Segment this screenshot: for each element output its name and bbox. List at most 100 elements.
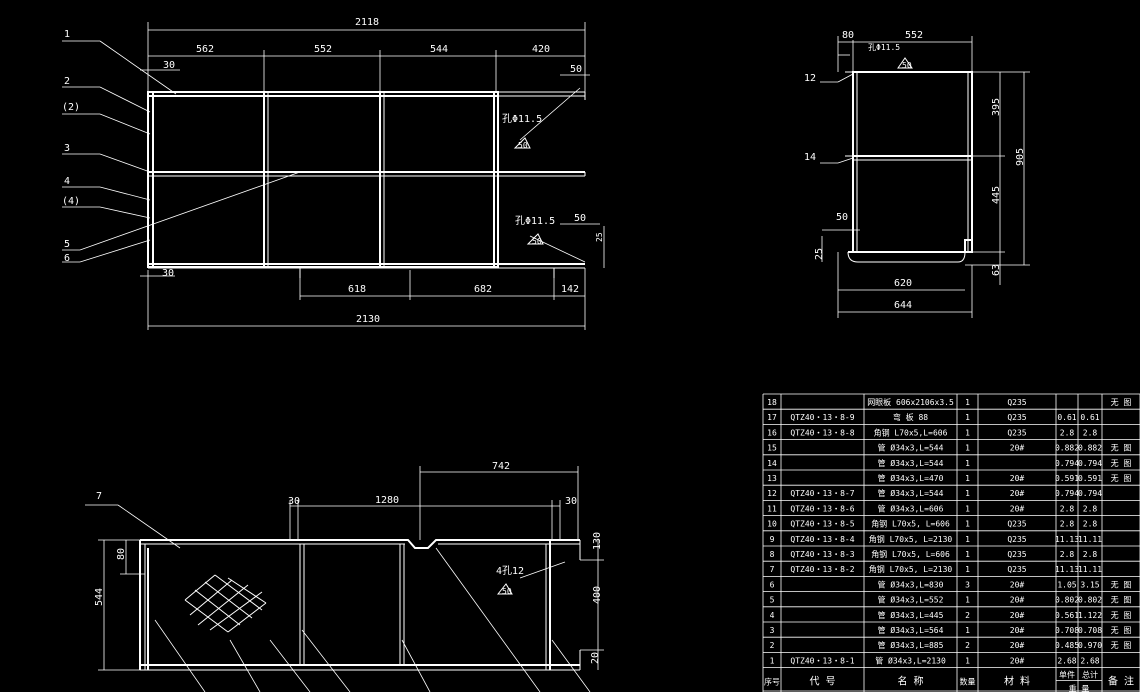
bom-cell-unit-weight: 11.13: [1055, 565, 1079, 574]
bom-cell-total-weight: 1.122: [1078, 611, 1102, 620]
bom-cell-code: QTZ40・13・8-1: [790, 656, 854, 665]
bom-cell-total-weight: 0.970: [1078, 641, 1102, 650]
bom-cell-name: 管 Ø34x3,L=564: [878, 625, 944, 635]
hole-lower-sub: 50: [532, 237, 542, 246]
bom-cell-no: 9: [770, 535, 775, 544]
bom-cell-material: 20#: [1010, 504, 1025, 513]
bom-cell-name: 角钢 L70x5, L=2130: [869, 534, 953, 544]
bom-cell-no: 15: [767, 444, 777, 453]
bom-cell-unit-weight: 0.61: [1057, 413, 1076, 422]
bom-header-weight: 重 量: [1069, 684, 1090, 692]
bom-cell-total-weight: 11.11: [1078, 565, 1102, 574]
dim-left-bottom: 30: [162, 268, 174, 279]
bom-header-remark: 备 注: [1108, 675, 1134, 688]
side-dim-395: 395: [991, 98, 1002, 116]
bom-cell-unit-weight: 0.591: [1055, 474, 1079, 483]
bom-cell-name: 管 Ø34x3,L=830: [878, 579, 944, 589]
bom-cell-name: 弯 板 88: [893, 412, 928, 422]
bom-cell-remark: 无 图: [1111, 398, 1132, 407]
bom-header-material: 材 料: [1004, 675, 1030, 688]
side-view: 80 552 孔Φ11.5 50 395 905 445 63 50 25: [804, 30, 1030, 318]
bom-cell-no: 12: [767, 489, 777, 498]
side-hole-label: 孔Φ11.5: [868, 43, 900, 52]
bom-cell-total-weight: 3.15: [1080, 580, 1099, 589]
callout-3: 3: [64, 143, 70, 154]
plan-leader-lines: [154, 547, 591, 692]
callout-leaders: [62, 40, 301, 263]
bom-cell-no: 11: [767, 504, 777, 513]
bom-cell-unit-weight: 2.8: [1060, 504, 1075, 513]
hole-upper-sub: 50: [518, 141, 528, 150]
bom-cell-total-weight: 0.61: [1080, 413, 1099, 422]
dim-bottom1: 618: [348, 284, 366, 295]
dim-bottom2: 682: [474, 284, 492, 295]
bom-cell-no: 14: [767, 459, 777, 468]
bom-cell-remark: 无 图: [1111, 474, 1132, 483]
side-callout-14: 14: [804, 152, 816, 163]
bom-cell-qty: 1: [965, 626, 970, 635]
bom-cell-total-weight: 0.794: [1078, 459, 1102, 468]
dim-seg4: 420: [532, 44, 550, 55]
bom-cell-no: 3: [770, 626, 775, 635]
side-dim-644: 644: [894, 300, 912, 311]
hole-upper-label: 孔Φ11.5: [502, 113, 542, 125]
bom-cell-code: QTZ40・13・8-7: [790, 489, 854, 498]
plan-dim-400: 400: [592, 586, 603, 604]
dim-left-top: 30: [163, 60, 175, 71]
bom-header-unit-weight: 单件: [1059, 670, 1075, 680]
bom-cell-name: 管 Ø34x3,L=544: [878, 443, 944, 453]
plan-holes-label: 4孔12: [496, 565, 524, 577]
bom-cell-material: 20#: [1010, 611, 1025, 620]
callout-2: 2: [64, 76, 70, 87]
callout-4: 4: [64, 176, 70, 187]
callout-5: 5: [64, 239, 70, 250]
bom-cell-material: Q235: [1007, 535, 1026, 544]
bom-cell-unit-weight: 2.8: [1060, 550, 1075, 559]
bom-cell-unit-weight: 0.485: [1055, 641, 1079, 650]
bom-cell-unit-weight: 2.8: [1060, 520, 1075, 529]
bom-cell-qty: 1: [965, 550, 970, 559]
bom-cell-qty: 3: [965, 580, 970, 589]
bom-cell-name: 管 Ø34x3,L=606: [878, 503, 944, 513]
bom-cell-name: 管 Ø34x3,L=544: [878, 458, 944, 468]
plan-callout-7: 7: [96, 491, 102, 502]
bom-cell-qty: 1: [965, 565, 970, 574]
bom-cell-no: 17: [767, 413, 777, 422]
callout-2b: (2): [62, 102, 80, 113]
bom-cell-no: 5: [770, 596, 775, 605]
bom-cell-remark: 无 图: [1111, 580, 1132, 589]
side-dim-445: 445: [991, 186, 1002, 204]
plan-view: 742 1280 30 30: [85, 461, 604, 692]
bom-header-code: 代 号: [809, 676, 835, 688]
dim-seg2: 552: [314, 44, 332, 55]
bom-cell-qty: 2: [965, 611, 970, 620]
bom-cell-unit-weight: 0.794: [1055, 459, 1079, 468]
side-callout-12: 12: [804, 73, 816, 84]
plan-dim-544: 544: [94, 588, 105, 606]
bom-cell-no: 16: [767, 428, 777, 437]
bom-cell-name: 管 Ø34x3,L=552: [878, 595, 944, 605]
bom-cell-qty: 1: [965, 413, 970, 422]
side-dim-25: 25: [814, 248, 825, 260]
bom-cell-total-weight: 0.708: [1078, 626, 1102, 635]
dim-overall-bottom: 2130: [356, 314, 380, 325]
bom-cell-qty: 1: [965, 489, 970, 498]
bom-cell-qty: 1: [965, 474, 970, 483]
bom-cell-material: Q235: [1007, 398, 1026, 407]
bom-cell-remark: 无 图: [1111, 596, 1132, 605]
bom-cell-material: 20#: [1010, 656, 1025, 665]
bom-cell-total-weight: 2.8: [1083, 428, 1098, 437]
side-dim-905: 905: [1015, 148, 1026, 166]
side-dim-63: 63: [991, 264, 1002, 276]
bom-cell-no: 18: [767, 398, 777, 407]
bom-cell-material: 20#: [1010, 489, 1025, 498]
side-dim-620: 620: [894, 278, 912, 289]
bom-cell-unit-weight: 1.05: [1057, 580, 1076, 589]
plan-dim-30-right: 30: [565, 496, 577, 507]
bom-cell-code: QTZ40・13・8-3: [790, 550, 854, 559]
bom-cell-qty: 1: [965, 656, 970, 665]
bom-cell-total-weight: 2.8: [1083, 504, 1098, 513]
plan-holes-sub: 50: [502, 587, 512, 596]
